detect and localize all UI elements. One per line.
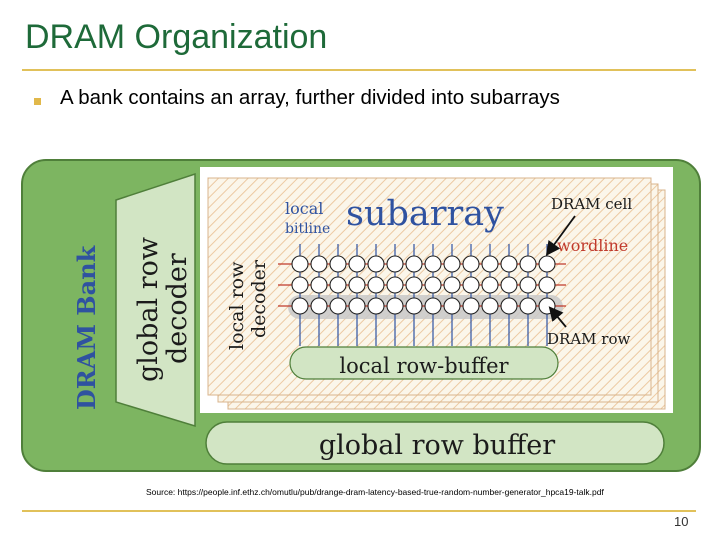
dram-cell (500, 276, 518, 294)
dram-cell (500, 255, 518, 273)
local-row-buffer-label: local row-buffer (339, 354, 509, 378)
dram-cell (462, 297, 480, 315)
subarray-label: subarray (346, 194, 504, 234)
dram-cell (348, 297, 366, 315)
dram-cell (481, 255, 499, 273)
title-divider (22, 69, 696, 71)
dram-cell (443, 297, 461, 315)
dram-cell (443, 276, 461, 294)
dram-cell (386, 276, 404, 294)
dram-cell (405, 255, 423, 273)
cells-group (291, 255, 556, 315)
local-row-decoder-label-line2: decoder (248, 259, 270, 338)
bullet-marker (34, 98, 41, 105)
local-bitline-label-line2: bitline (285, 221, 330, 237)
dram-cell (348, 276, 366, 294)
dram-cell (424, 255, 442, 273)
source-citation: Source: https://people.inf.ethz.ch/omutl… (146, 487, 604, 497)
dram-cell (310, 276, 328, 294)
dram-cell (367, 255, 385, 273)
dram-cell (367, 276, 385, 294)
dram-cell (329, 297, 347, 315)
dram-cell (310, 297, 328, 315)
page-number: 10 (674, 514, 689, 529)
dram-cell (386, 297, 404, 315)
dram-cell (405, 276, 423, 294)
global-row-buffer (205, 421, 665, 465)
local-bitline-label-line1: local (285, 199, 323, 218)
dram-cell (519, 276, 537, 294)
dram-bank-label: DRAM Bank (72, 244, 101, 410)
dram-cell (367, 297, 385, 315)
local-row-decoder-label-line1: local row (226, 261, 248, 350)
dram-cell (348, 255, 366, 273)
dram-row-arrow (548, 306, 567, 328)
dram-cell (443, 255, 461, 273)
dram-cell (310, 255, 328, 273)
local-row-buffer (289, 346, 559, 380)
footer-divider (22, 510, 696, 512)
dram-cell (291, 276, 309, 294)
global-row-decoder-label-line2: decoder (162, 253, 193, 364)
dram-cell (462, 255, 480, 273)
dram-cell (538, 276, 556, 294)
dram-cell (424, 276, 442, 294)
bullet-text: A bank contains an array, further divide… (60, 86, 560, 109)
dram-cell (329, 276, 347, 294)
dram-cell (538, 255, 556, 273)
dram-cell-label: DRAM cell (551, 195, 632, 213)
slide-title: DRAM Organization (25, 18, 328, 56)
dram-cell (291, 297, 309, 315)
dram-cell (500, 297, 518, 315)
dram-cell-arrow (545, 215, 576, 256)
dram-cell (424, 297, 442, 315)
global-row-buffer-label: global row buffer (319, 430, 555, 461)
dram-cell (386, 255, 404, 273)
dram-row-label: DRAM row (547, 330, 630, 348)
dram-cell (291, 255, 309, 273)
global-row-decoder-label-line1: global row (133, 237, 164, 382)
dram-cell (405, 297, 423, 315)
dram-cell (519, 255, 537, 273)
global-row-decoder (115, 172, 196, 428)
dram-cell (481, 276, 499, 294)
dram-cell (519, 297, 537, 315)
dram-cell (329, 255, 347, 273)
wordline-label: wordline (557, 236, 628, 255)
dram-cell (481, 297, 499, 315)
dram-cell (462, 276, 480, 294)
